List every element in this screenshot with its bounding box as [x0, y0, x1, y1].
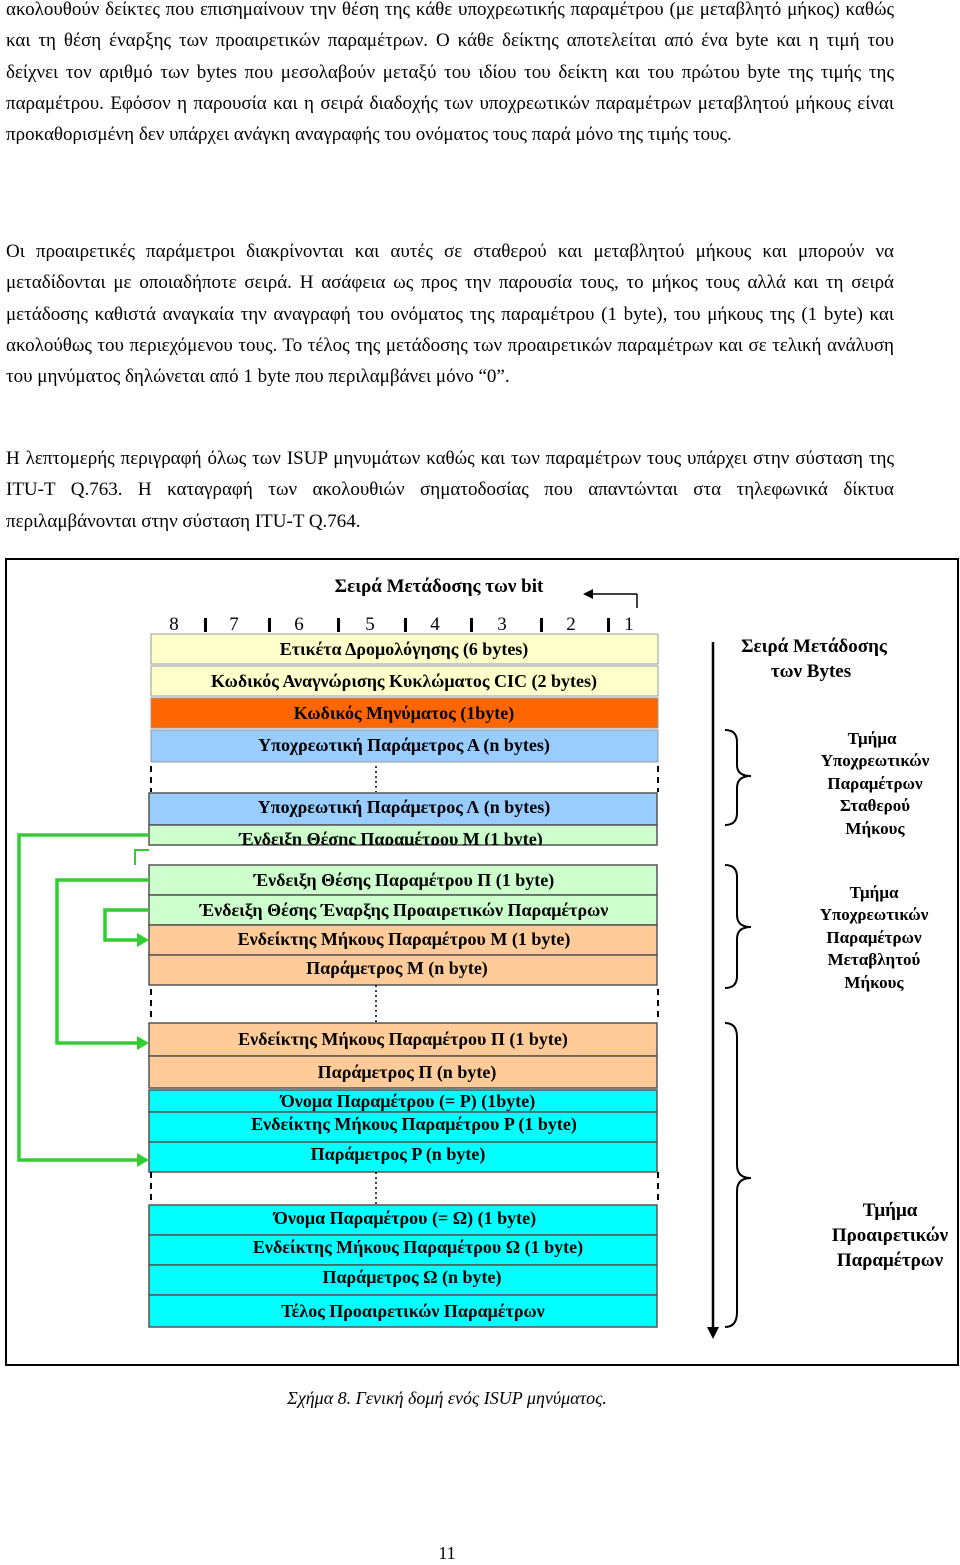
name-w-text: Όνομα Παραμέτρου (= Ω) (1 byte): [272, 1208, 536, 1229]
svg-text:Παραμέτρων: Παραμέτρων: [827, 774, 923, 793]
header-section: Ετικέτα Δρομολόγησης (6 bytes) Κωδικός Α…: [150, 633, 659, 763]
bit-number: 8: [169, 614, 179, 635]
pointer-arrows: [17, 833, 149, 1162]
figure-caption: Σχήμα 8. Γενική δομή ενός ISUP μηνύματος…: [287, 1388, 607, 1408]
svg-text:Μεταβλητού: Μεταβλητού: [828, 950, 921, 969]
bit-number: 1: [624, 614, 634, 635]
svg-text:Παραμέτρων: Παραμέτρων: [837, 1250, 944, 1271]
pointer-optional-text: Ένδειξη Θέσης Έναρξης Προαιρετικών Παραμ…: [199, 900, 609, 921]
length-w-row: [148, 1234, 658, 1266]
paragraph-1: ακολουθούν δείκτες που επισημαίνουν την …: [6, 0, 894, 146]
param-m-text: Παράμετρος Μ (n byte): [306, 958, 488, 979]
length-p-row: [148, 1022, 658, 1057]
param-m-row: [148, 954, 658, 986]
section-fixed-label: Τμήμα Υποχρεωτικών Παραμέτρων Σταθερού Μ…: [821, 729, 930, 838]
svg-text:Τμήμα: Τμήμα: [850, 883, 899, 902]
isup-structure-diagram: Σειρά Μετάδοσης των bit 8 7 6 5 4 3 2 1: [17, 576, 949, 1339]
pointer-p-text: Ένδειξη Θέσης Παραμέτρου Π (1 byte): [253, 870, 555, 891]
bit-number: 6: [294, 614, 304, 635]
pointer-optional-row: [148, 894, 658, 926]
svg-text:Τμήμα: Τμήμα: [848, 729, 897, 748]
routing-label-text: Ετικέτα Δρομολόγησης (6 bytes): [280, 639, 529, 660]
svg-text:Παραμέτρων: Παραμέτρων: [826, 928, 922, 947]
brace-variable: [724, 864, 752, 989]
svg-text:Μήκους: Μήκους: [844, 973, 904, 992]
bit-number: 2: [566, 614, 576, 635]
end-optional-row: [148, 1294, 658, 1328]
param-p-row: [148, 1055, 658, 1089]
section-variable-label: Τμήμα Υποχρεωτικών Παραμέτρων Μεταβλητού…: [820, 883, 929, 992]
mandatory-a-text: Υποχρεωτική Παράμετρος Α (n bytes): [258, 735, 550, 756]
section-optional-label: Τμήμα Προαιρετικών Παραμέτρων: [832, 1200, 949, 1271]
mandatory-a-row: [150, 729, 659, 763]
param-p-text: Παράμετρος Π (n byte): [318, 1062, 497, 1083]
bit-number: 7: [229, 614, 239, 635]
paragraph-3: Η λεπτομερής περιγραφή όλως των ISUP μην…: [6, 448, 894, 532]
mandatory-l-row: [148, 792, 658, 826]
pointer-p-row: [148, 864, 658, 896]
message-code-row: [150, 697, 659, 729]
cic-text: Κωδικός Αναγνώρισης Κυκλώματος CIC (2 by…: [211, 671, 597, 692]
param-r-text: Παράμετρος Ρ (n byte): [311, 1144, 486, 1165]
svg-text:Σταθερού: Σταθερού: [840, 796, 910, 815]
bit-number: 4: [430, 614, 440, 635]
length-p-text: Ενδείκτης Μήκους Παραμέτρου Π (1 byte): [238, 1029, 568, 1050]
length-w-text: Ενδείκτης Μήκους Παραμέτρου Ω (1 byte): [253, 1237, 583, 1258]
message-code-text: Κωδικός Μηνύματος (1byte): [294, 703, 515, 724]
pointer-m-text: Ένδειξη Θέσης Παραμέτρου Μ (1 byte): [238, 829, 543, 850]
param-w-row: [148, 1264, 658, 1296]
byte-order-label-line1: Σειρά Μετάδοσης: [741, 636, 888, 657]
byte-order-label-line2: των Bytes: [771, 661, 851, 682]
brace-optional: [724, 1022, 752, 1328]
param-r-row: [148, 1141, 658, 1173]
page-number: 11: [438, 1543, 456, 1563]
bit-number: 3: [497, 614, 507, 635]
length-m-text: Ενδείκτης Μήκους Παραμέτρου Μ (1 byte): [238, 929, 571, 950]
paragraph-2: Οι προαιρετικές παράμετροι διακρίνονται …: [6, 241, 894, 388]
length-r-text: Ενδείκτης Μήκους Παραμέτρου Ρ (1 byte): [251, 1114, 577, 1135]
svg-text:Τμήμα: Τμήμα: [863, 1200, 918, 1221]
isup-message-figure: Σειρά Μετάδοσης των bit 8 7 6 5 4 3 2 1: [5, 558, 959, 1366]
name-r-text: Όνομα Παραμέτρου (= Ρ) (1byte): [279, 1091, 535, 1112]
cic-row: [150, 665, 659, 697]
bit-order-title: Σειρά Μετάδοσης των bit: [335, 576, 544, 597]
brace-fixed: [724, 729, 752, 826]
svg-text:Υποχρεωτικών: Υποχρεωτικών: [820, 905, 929, 924]
end-optional-text: Τέλος Προαιρετικών Παραμέτρων: [281, 1301, 544, 1321]
param-w-text: Παράμετρος Ω (n byte): [322, 1267, 501, 1288]
length-m-row: [148, 924, 658, 956]
name-w-row: [148, 1204, 658, 1236]
mandatory-l-text: Υποχρεωτική Παράμετρος Λ (n bytes): [258, 797, 551, 818]
svg-text:Μήκους: Μήκους: [845, 819, 905, 838]
routing-label-row: [150, 633, 659, 665]
bit-number: 5: [365, 614, 375, 635]
svg-text:Υποχρεωτικών: Υποχρεωτικών: [821, 751, 930, 770]
svg-text:Προαιρετικών: Προαιρετικών: [832, 1225, 949, 1246]
bit-ruler: 8 7 6 5 4 3 2 1: [169, 589, 638, 635]
